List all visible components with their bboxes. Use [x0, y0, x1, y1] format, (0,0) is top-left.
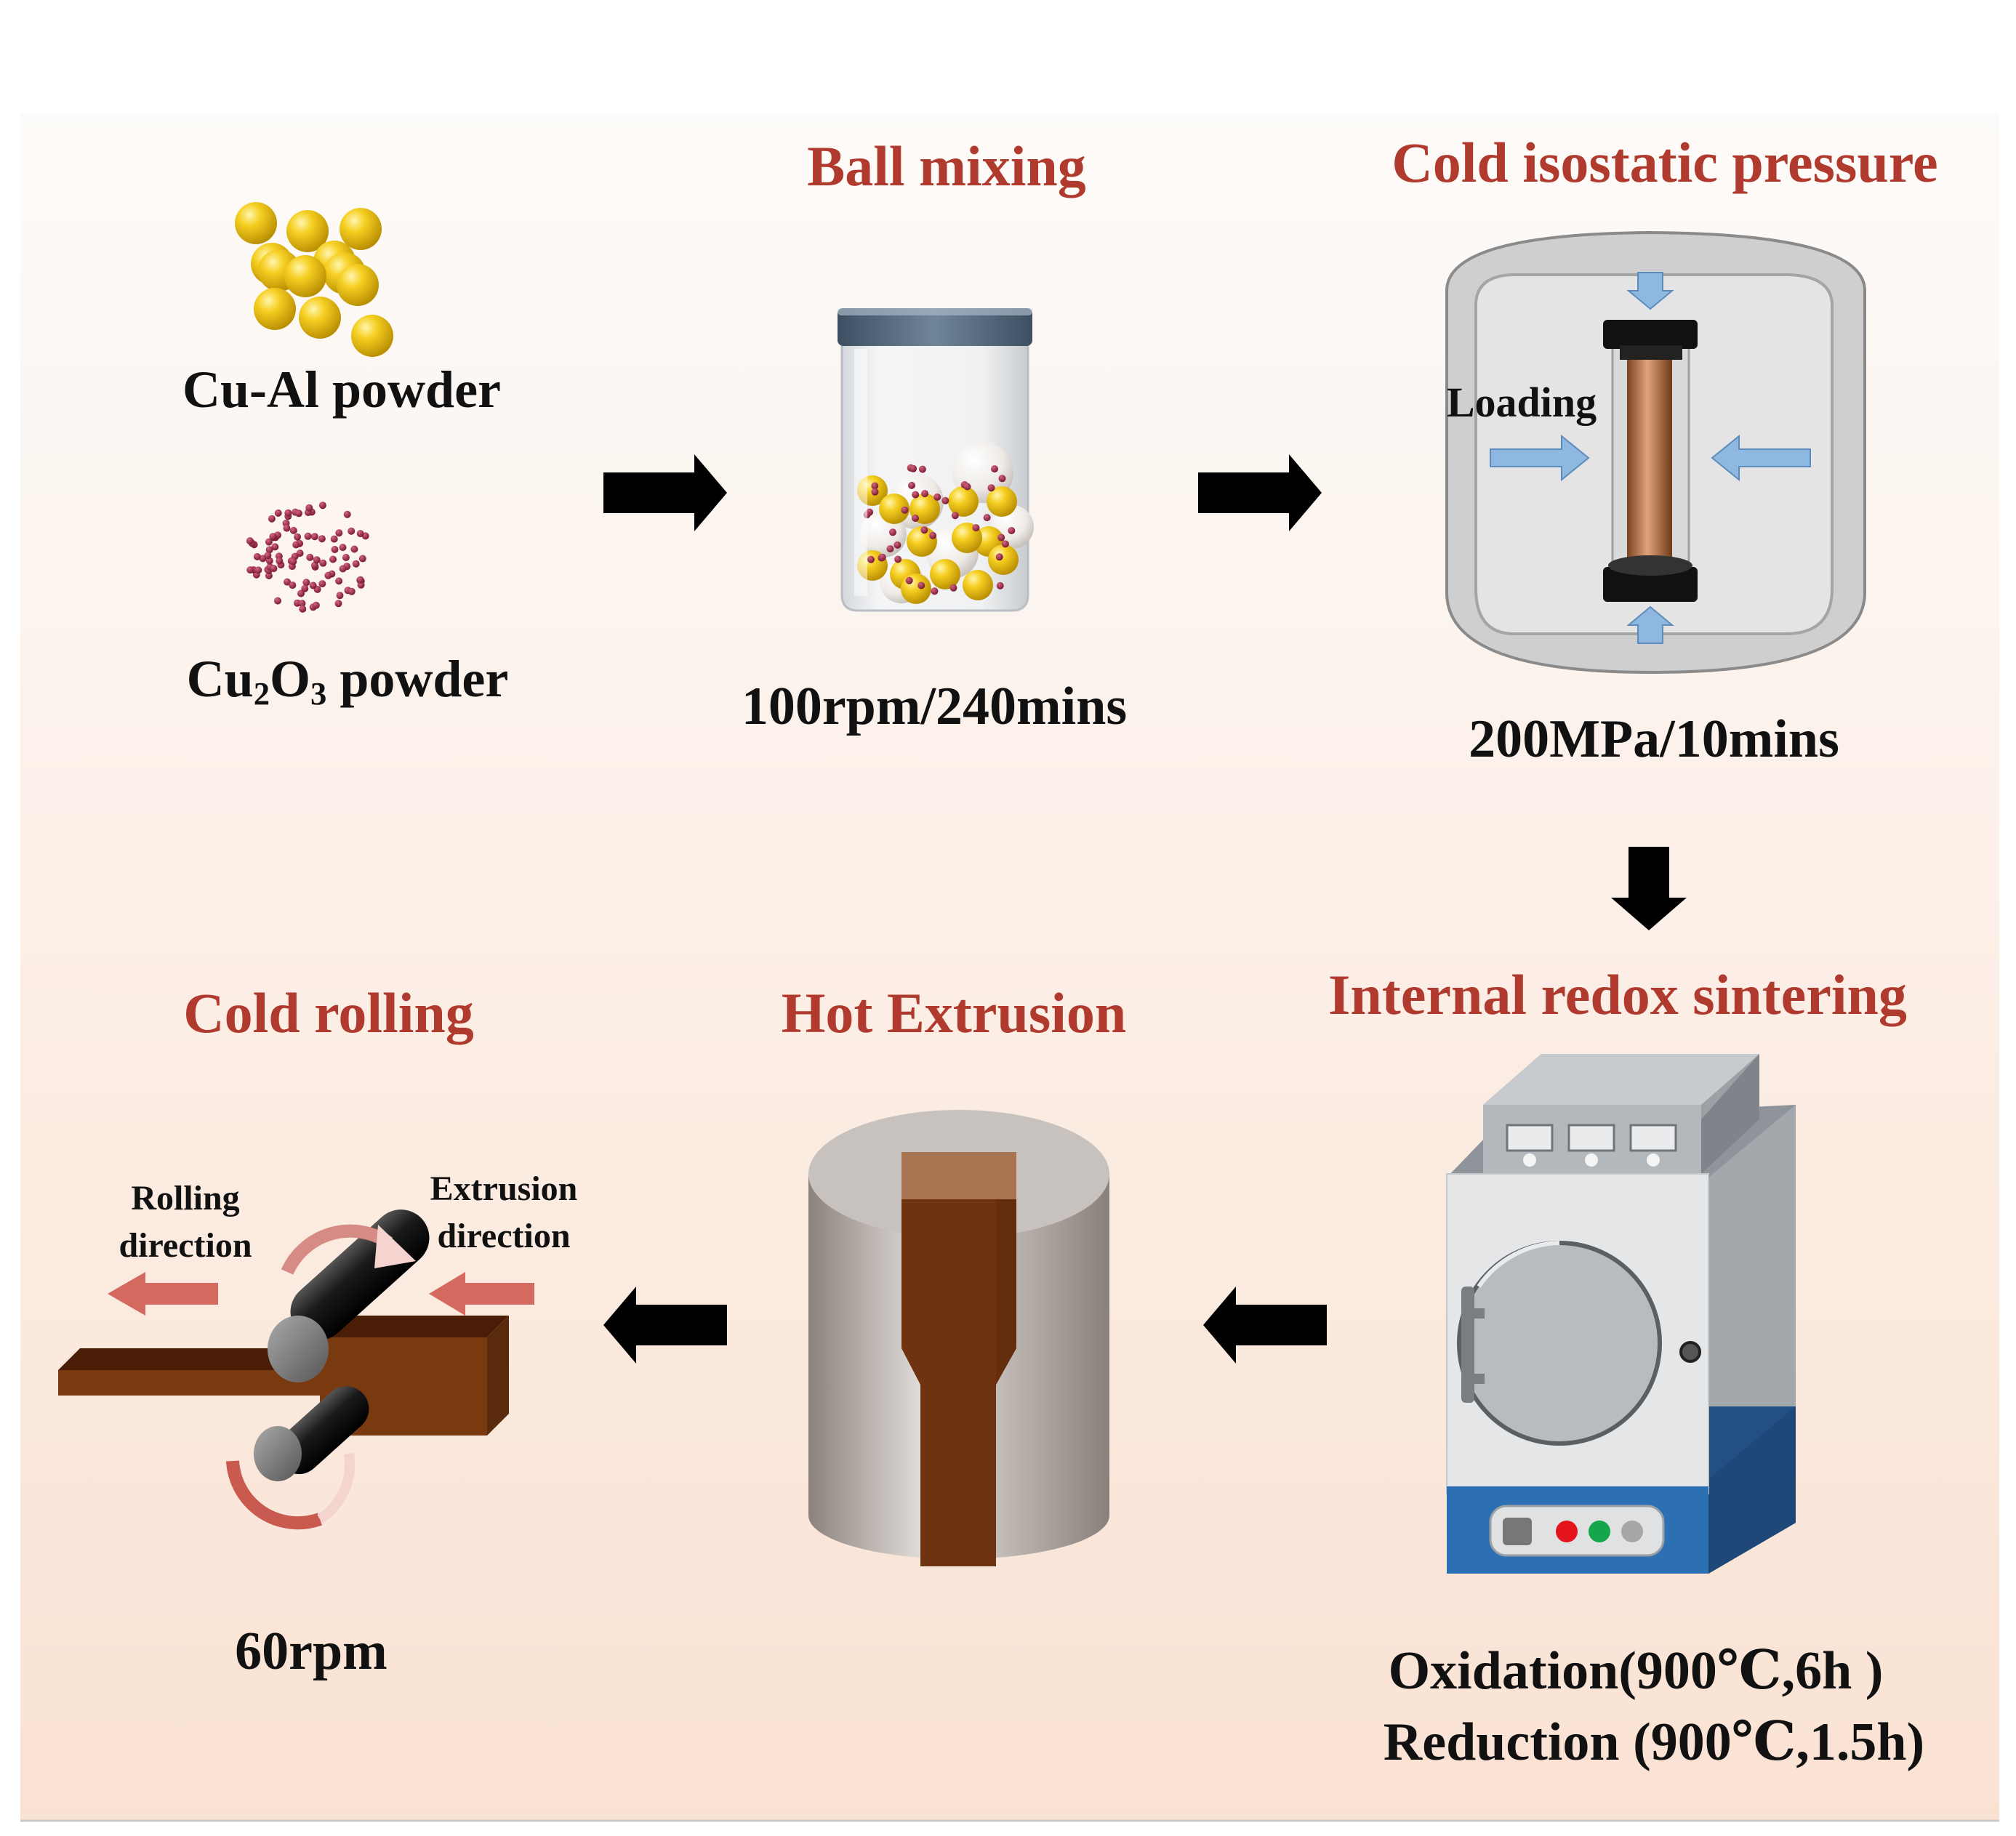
extrusion-die-icon: [808, 1110, 1109, 1566]
extrusion-direction-label-1: Extrusion: [430, 1169, 578, 1208]
loading-label: Loading: [1446, 379, 1597, 426]
sintering-furnace-icon: [1446, 1054, 1796, 1574]
extrusion-direction-label-2: direction: [437, 1217, 571, 1255]
rolling-direction-label-2: direction: [119, 1226, 252, 1265]
cold-rolling-title: Cold rolling: [183, 981, 474, 1044]
oxidation-param: Oxidation(900℃,6h ): [1388, 1641, 1884, 1701]
hot-extrusion-title: Hot Extrusion: [781, 981, 1127, 1044]
ball-mixing-param: 100rpm/240mins: [741, 677, 1128, 736]
process-arrow-icon: [603, 454, 727, 531]
rolling-direction-label-1: Rolling: [131, 1179, 240, 1217]
oxide-particles-icon: [246, 502, 369, 613]
ball-mill-jar-icon: [838, 308, 1034, 612]
sintering-title: Internal redox sintering: [1328, 963, 1907, 1026]
cu2o3-powder-label: Cu2O3 powder: [186, 650, 509, 712]
cu-al-particles-icon: [235, 202, 393, 357]
rolling-mill-icon: [58, 1209, 534, 1530]
cip-param: 200MPa/10mins: [1469, 709, 1839, 769]
process-arrow-icon: [1198, 454, 1322, 531]
reduction-param: Reduction (900℃,1.5h): [1383, 1712, 1925, 1772]
process-arrow-icon: [1203, 1287, 1327, 1364]
process-arrow-icon: [1611, 847, 1687, 930]
cold-rolling-param: 60rpm: [235, 1622, 387, 1681]
cu-al-powder-label: Cu-Al powder: [182, 361, 502, 419]
ball-mixing-title: Ball mixing: [807, 134, 1086, 198]
process-arrow-icon: [603, 1287, 727, 1364]
cip-vessel-icon: [1445, 230, 1866, 675]
cip-title: Cold isostatic pressure: [1391, 131, 1938, 194]
